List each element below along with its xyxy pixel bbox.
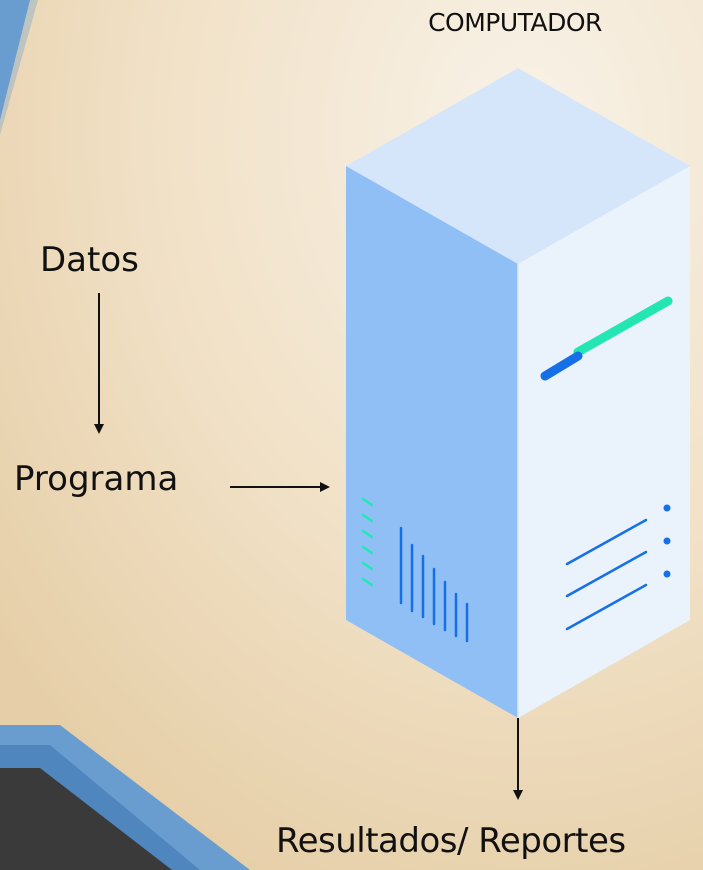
blue-bars xyxy=(399,526,469,643)
vent-line xyxy=(565,518,648,566)
server-right-face xyxy=(518,166,690,718)
top-left-accent-shadow xyxy=(0,0,38,135)
vent-line xyxy=(565,550,648,598)
resultados-label: Resultados/ Reportes xyxy=(276,821,626,861)
datos-label: Datos xyxy=(40,240,139,280)
status-bar-blue xyxy=(540,351,583,381)
programa-label: Programa xyxy=(14,459,179,499)
status-bar-green xyxy=(573,296,673,357)
server-left-face xyxy=(346,166,518,718)
vent-line xyxy=(565,583,648,631)
indicator-dot xyxy=(663,537,671,545)
indicator-dot xyxy=(663,570,671,578)
computador-label: COMPUTADOR xyxy=(428,8,602,37)
top-left-accent xyxy=(0,0,30,120)
green-ticks xyxy=(361,497,374,587)
bottom-left-accent-dark xyxy=(0,768,172,870)
indicator-dot xyxy=(663,504,671,512)
